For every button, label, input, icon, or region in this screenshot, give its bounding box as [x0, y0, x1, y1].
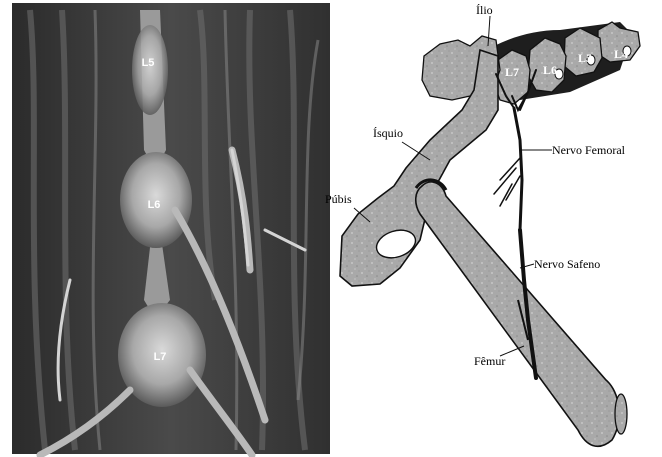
bone-label-isquio: Ísquio [373, 126, 403, 140]
photo-label-l7: L7 [154, 351, 167, 363]
vertebra-label-l6: L6 [543, 63, 557, 77]
patella [615, 394, 627, 434]
bone-label-ilio: Ílio [476, 3, 493, 17]
dissection-photo: L5 L6 L7 [12, 3, 330, 455]
nerve-branches [494, 158, 520, 206]
ganglion-l5 [132, 25, 168, 115]
vertebra-label-l5: L5 [578, 51, 592, 65]
bone-label-pubis: Púbis [325, 192, 352, 206]
vertebra-label-l7: L7 [505, 65, 519, 79]
nerve-label-safeno: Nervo Safeno [534, 257, 600, 271]
vertebra-label-l4: L4 [614, 47, 628, 61]
anatomy-diagram: L4 L5 L6 L7 Ílio Ísquio Púbis Fêmur Nerv… [325, 3, 640, 446]
nerve-label-femoral: Nervo Femoral [552, 143, 626, 157]
photo-label-l6: L6 [148, 199, 161, 211]
bone-label-femur: Fêmur [474, 354, 505, 368]
photo-label-l5: L5 [142, 57, 155, 69]
femur-bone [416, 182, 619, 446]
